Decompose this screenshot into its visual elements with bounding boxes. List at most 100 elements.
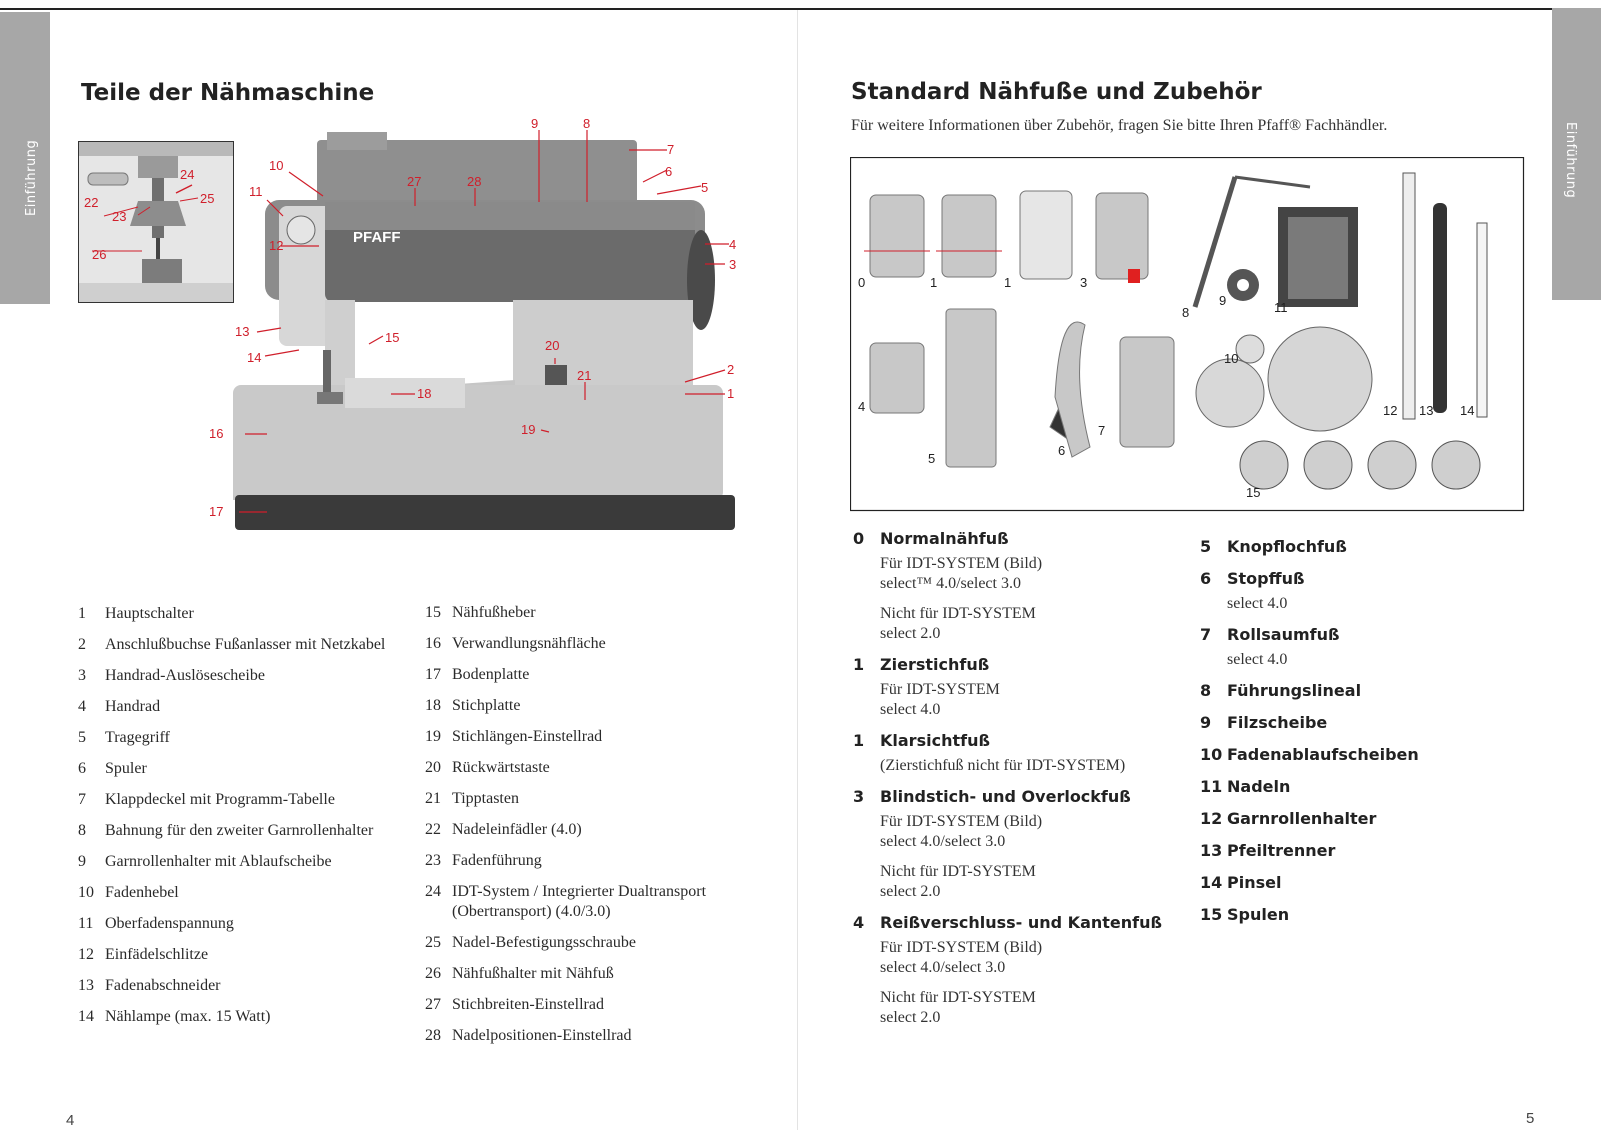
- closeup-presser-foot: [142, 259, 182, 285]
- closeup-machine-head: [79, 142, 233, 156]
- part-number: 15: [425, 604, 441, 621]
- presser-foot-1-clear: [1019, 190, 1073, 280]
- accessory-name: Rollsaumfuß: [1227, 625, 1340, 644]
- accessory-number: 8: [1200, 681, 1212, 700]
- handwheel: [687, 230, 715, 330]
- part-number: 20: [425, 759, 441, 776]
- accessory-name: Stopffuß: [1227, 569, 1305, 588]
- part-label: Stichplatte: [452, 697, 521, 714]
- presser-foot-7: [1119, 336, 1175, 448]
- accessory-compatibility: select 4.0: [1227, 651, 1288, 668]
- accessory-number: 14: [1200, 873, 1223, 892]
- part-number: 6: [78, 760, 86, 777]
- left-section-tab: Einführung: [0, 12, 50, 304]
- part-label: Verwandlungsnähfläche: [452, 635, 606, 652]
- right-section-tab: Einführung: [1552, 8, 1601, 300]
- fig-callout-11: 11: [1274, 300, 1288, 315]
- part-label: Bahnung für den zweiter Garnrollenhalter: [105, 822, 374, 839]
- accessory-number: 13: [1200, 841, 1223, 860]
- callout-28: 28: [467, 174, 481, 189]
- callout-11: 11: [249, 184, 263, 199]
- fig-callout-9: 9: [1219, 293, 1226, 308]
- page-spine: [797, 10, 798, 1130]
- fig-callout-13: 13: [1419, 403, 1433, 418]
- fig-callout-8: 8: [1182, 305, 1189, 320]
- part-number: 26: [425, 965, 441, 982]
- bobbins: [1239, 440, 1481, 490]
- fig-callout-12: 12: [1383, 403, 1397, 418]
- callout-17: 17: [209, 504, 223, 519]
- left-page-number: 4: [66, 1112, 75, 1129]
- accessory-name: Reißverschluss- und Kantenfuß: [880, 913, 1163, 932]
- part-number: 16: [425, 635, 441, 652]
- part-number: 27: [425, 996, 441, 1013]
- fig-callout-6: 6: [1058, 443, 1065, 458]
- spool-cap-small: [1235, 334, 1265, 364]
- accessory-compatibility: Für IDT-SYSTEM (Bild) select™ 4.0/select…: [880, 555, 1043, 592]
- part-number: 23: [425, 852, 441, 869]
- part-label: Handrad-Auslösescheibe: [105, 667, 265, 684]
- part-number: 18: [425, 697, 441, 714]
- part-label: Rückwärtstaste: [452, 759, 550, 776]
- part-number: 28: [425, 1027, 441, 1044]
- part-label: Tragegriff: [105, 729, 170, 746]
- callout-8: 8: [583, 116, 590, 131]
- accessory-compatibility: (Zierstichfuß nicht für IDT-SYSTEM): [880, 757, 1126, 774]
- part-number: 11: [78, 915, 94, 932]
- part-label: Fadenhebel: [105, 884, 179, 901]
- part-number: 19: [425, 728, 441, 745]
- callout-21: 21: [577, 368, 591, 383]
- part-number: 5: [78, 729, 86, 746]
- fig-callout-14: 14: [1460, 403, 1474, 418]
- part-number: 8: [78, 822, 86, 839]
- part-item: 3 Handrad-Auslösescheibe: [78, 666, 393, 686]
- presser-foot-3: [1095, 192, 1149, 280]
- part-number: 3: [78, 667, 86, 684]
- closeup-idt-bracket: [130, 201, 186, 226]
- fig-callout-1b: 1: [1004, 275, 1011, 290]
- accessory-compatibility: select 4.0: [1227, 595, 1288, 612]
- accessory-number: 1: [853, 655, 865, 674]
- part-number: 2: [78, 636, 86, 653]
- accessories-figure: 0 1 1 3 4 5 6 7 8 9 10 11 12 13 14 15: [850, 157, 1525, 512]
- part-number: 4: [78, 698, 86, 715]
- part-label: Nadel-Befestigungsschraube: [452, 934, 636, 951]
- callout-18: 18: [417, 386, 431, 401]
- part-label: Bodenplatte: [452, 666, 530, 683]
- fig-callout-3: 3: [1080, 275, 1087, 290]
- callout-22: 22: [84, 195, 98, 210]
- accessory-number: 6: [1200, 569, 1212, 588]
- accessory-compatibility: Nicht für IDT-SYSTEM select 2.0: [880, 863, 1036, 900]
- accessory-name: Pinsel: [1227, 873, 1282, 892]
- callout-23: 23: [112, 209, 126, 224]
- needle-plate: [345, 378, 465, 408]
- callout-27: 27: [407, 174, 421, 189]
- part-number: 24: [425, 883, 441, 900]
- presser-foot-5: [945, 308, 997, 468]
- accessory-number: 5: [1200, 537, 1212, 556]
- callout-10: 10: [269, 158, 283, 173]
- needle-area-closeup-figure: 24 25 22 23 26: [78, 141, 234, 303]
- accessory-name: Blindstich- und Overlockfuß: [880, 787, 1131, 806]
